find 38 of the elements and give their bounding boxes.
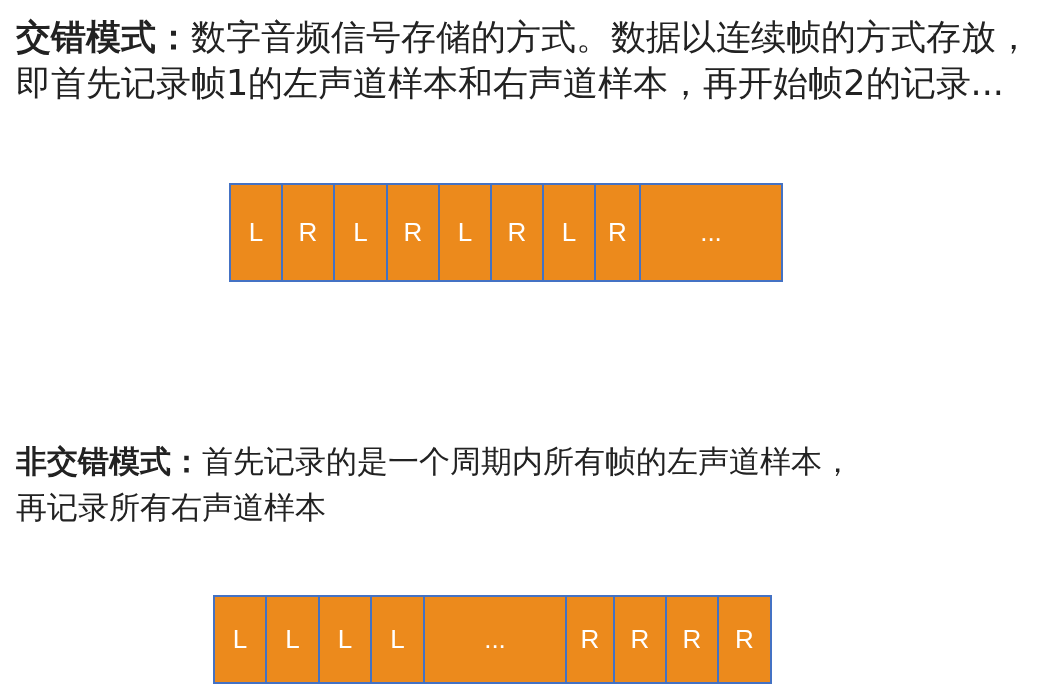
sample-cell xyxy=(229,183,283,282)
sample-label: R xyxy=(682,624,702,655)
sample-label: L xyxy=(248,217,264,248)
sample-label: R xyxy=(735,624,754,655)
sample-label: R xyxy=(403,217,423,248)
sample-label: R xyxy=(298,217,318,248)
sample-label: R xyxy=(608,217,627,248)
sample-cell xyxy=(281,183,335,282)
sample-cell xyxy=(594,183,641,282)
sample-cell xyxy=(370,595,425,684)
sample-label: L xyxy=(457,217,473,248)
sample-label: R xyxy=(507,217,527,248)
sample-cell xyxy=(265,595,320,684)
sample-label: ... xyxy=(484,624,506,655)
description-text: 交错模式：数字音频信号存储的方式。数据以连续帧的方式存放，即首先记录帧1的左声道样本和右声道样本，再开始帧2的记录... xyxy=(16,16,1032,105)
sample-cell xyxy=(423,595,567,684)
sample-label: R xyxy=(580,624,600,655)
sample-label: L xyxy=(285,624,300,655)
sample-label: L xyxy=(337,624,353,655)
sample-cell xyxy=(438,183,492,282)
sample-label: L xyxy=(390,624,405,655)
description-text: 非交错模式：首先记录的是一个周期内所有帧的左声道样本，再记录所有右声道样本 xyxy=(16,442,854,527)
sample-cell xyxy=(213,595,267,684)
sample-label: L xyxy=(561,217,577,248)
sample-label: ... xyxy=(700,217,722,248)
sample-cell xyxy=(639,183,783,282)
sample-cell xyxy=(333,183,388,282)
sample-label: R xyxy=(630,624,650,655)
sample-cell xyxy=(386,183,440,282)
sample-cell xyxy=(318,595,372,684)
sample-label: L xyxy=(353,217,368,248)
sample-cell xyxy=(613,595,667,684)
sample-label: L xyxy=(232,624,248,655)
sample-cell xyxy=(565,595,615,684)
sample-cell xyxy=(717,595,772,684)
sample-cell xyxy=(542,183,596,282)
sample-cell xyxy=(665,595,719,684)
sample-cell xyxy=(490,183,544,282)
